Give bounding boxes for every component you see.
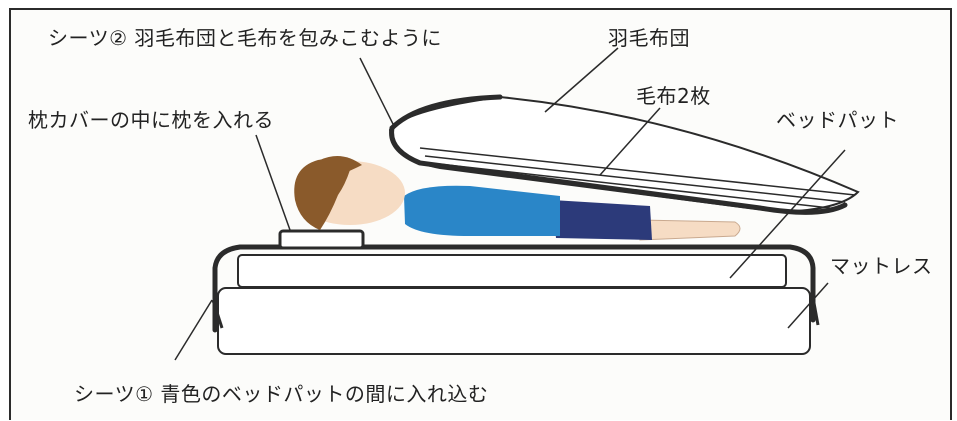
person-shirt xyxy=(404,186,560,236)
label-sheet2: シーツ② 羽毛布団と毛布を包みこむように xyxy=(48,22,442,51)
leader-pillow xyxy=(256,135,290,230)
label-sheet1: シーツ① 青色のベッドパットの間に入れ込む xyxy=(74,378,488,407)
person-legs xyxy=(640,220,740,240)
pillow-shape xyxy=(280,231,363,248)
bed-pad-shape xyxy=(238,255,786,287)
leader-sheet1 xyxy=(175,300,212,360)
label-blankets: 毛布2枚 xyxy=(636,80,711,109)
person-pants xyxy=(552,200,652,240)
label-bed-pad: ベッドパット xyxy=(776,104,899,133)
label-pillow: 枕カバーの中に枕を入れる xyxy=(28,104,274,133)
label-duvet: 羽毛布団 xyxy=(608,22,690,51)
leader-duvet xyxy=(545,48,618,112)
label-mattress: マットレス xyxy=(830,250,933,279)
mattress-shape xyxy=(218,288,810,354)
leader-sheet2 xyxy=(360,58,395,128)
